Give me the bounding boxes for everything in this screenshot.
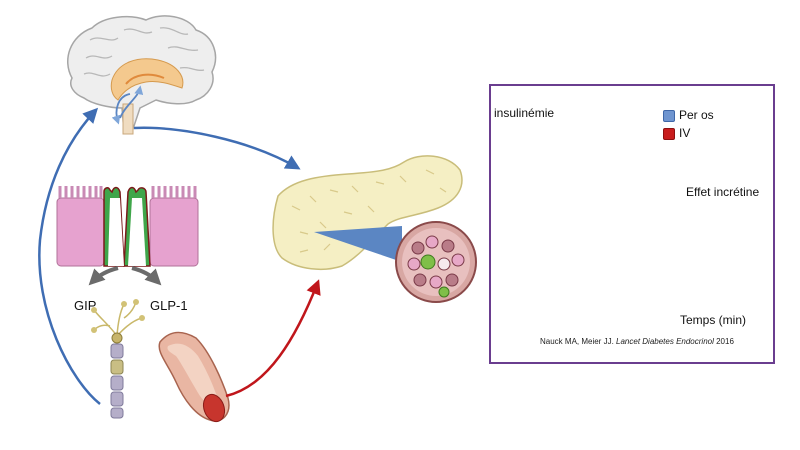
citation-year: 2016: [716, 337, 734, 346]
arrow-vessel-to-pancreas: [225, 279, 321, 398]
brain-icon: [67, 15, 217, 135]
intestinal-cells-icon: [56, 186, 199, 286]
islet-icon: [395, 221, 477, 303]
chart-x-label: Temps (min): [680, 313, 747, 327]
citation: Nauck MA, Meier JJ. Lancet Diabetes Endo…: [540, 337, 734, 346]
incretin-effect-label: Effet incrétine: [686, 185, 760, 199]
legend-swatch-iv: [663, 128, 675, 140]
insulin-chart-frame: [489, 84, 775, 364]
citation-journal: Lancet Diabetes Endocrinol: [616, 337, 714, 346]
legend-label-per-os: Per os: [679, 108, 714, 122]
arrow-brain-to-pancreas: [133, 126, 301, 170]
glp1-label: GLP-1: [150, 298, 188, 313]
legend-swatch-per-os: [663, 110, 675, 122]
pancreas-icon: [272, 155, 463, 271]
citation-authors: Nauck MA, Meier JJ.: [540, 337, 614, 346]
gip-label: GIP: [74, 298, 97, 313]
legend-label-iv: IV: [679, 126, 691, 140]
chart-y-label: insulinémie: [494, 106, 555, 120]
neuron-icon: [91, 299, 145, 419]
blood-vessel-icon: [158, 331, 230, 423]
arrow-gut-to-brain: [38, 107, 101, 405]
